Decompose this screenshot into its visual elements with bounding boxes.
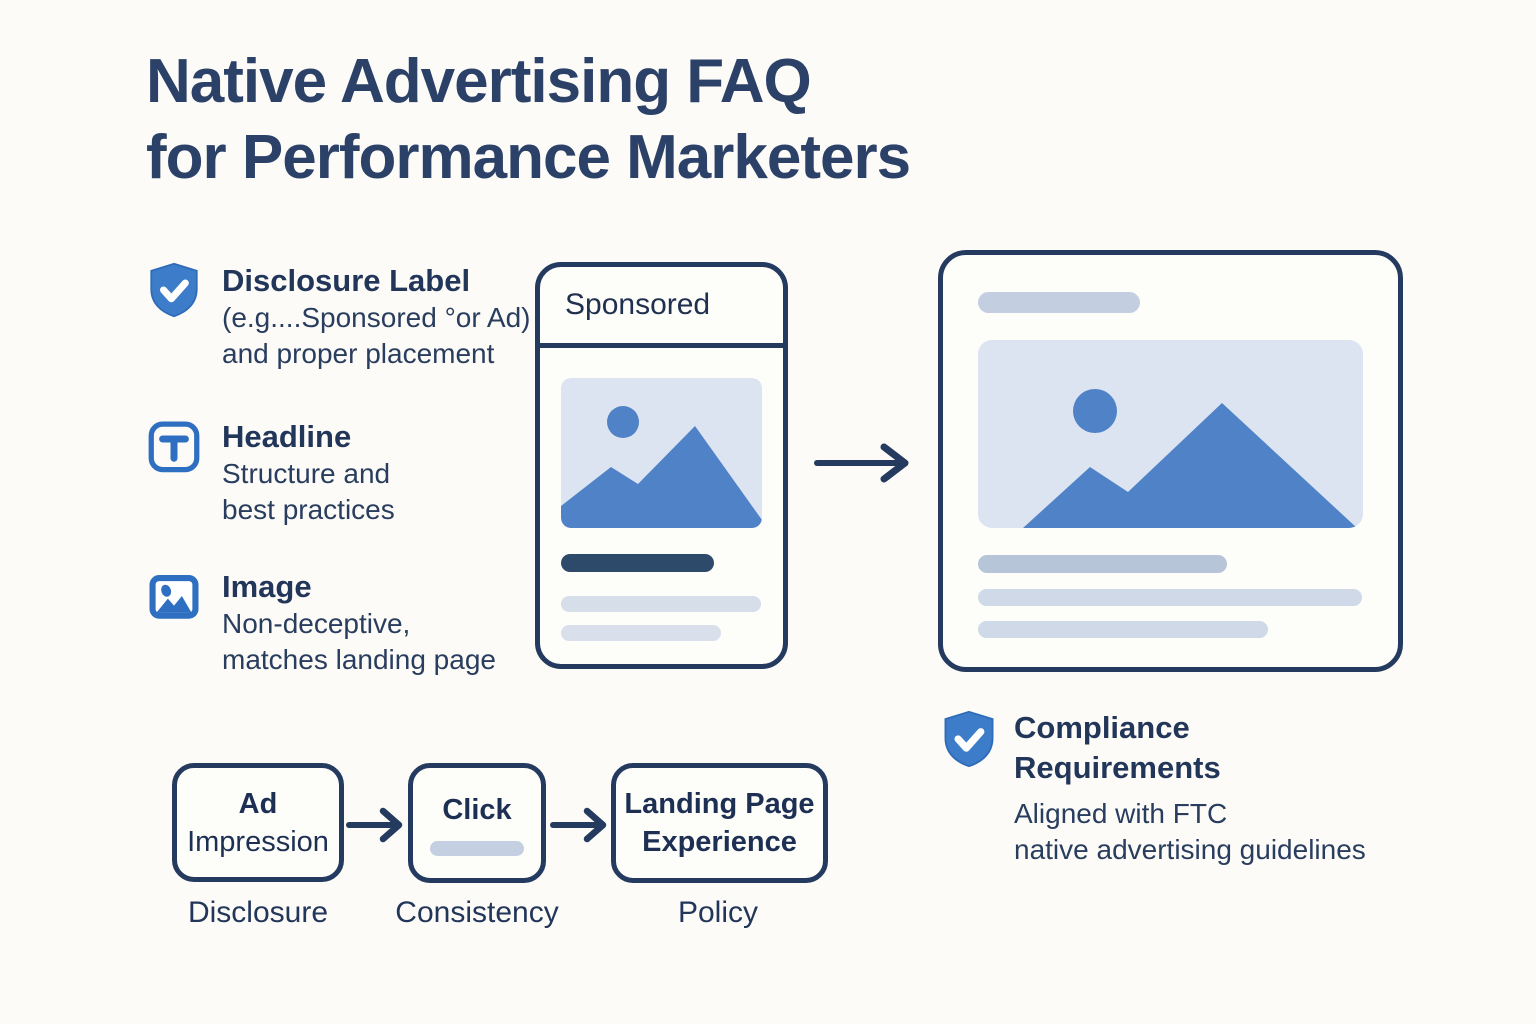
- flow-box-line: Ad: [238, 787, 278, 820]
- landing-headline-bar: [978, 555, 1227, 573]
- sponsored-label: Sponsored: [540, 267, 783, 348]
- flow-box-line: Experience: [642, 826, 797, 858]
- feature-disclosure-label: Disclosure Label (e.g....Sponsored °or A…: [146, 260, 530, 372]
- flow-box-ad-impression: Ad Impression: [172, 763, 344, 882]
- ad-text-bar: [561, 625, 721, 641]
- page-title: Native Advertising FAQ for Performance M…: [146, 44, 911, 196]
- click-target-bar: [430, 840, 524, 856]
- compliance-title-line: Compliance: [1014, 710, 1190, 745]
- ad-headline-bar: [561, 554, 714, 572]
- feature-title: Disclosure Label: [222, 263, 471, 298]
- arrow-right-icon: [550, 807, 607, 843]
- ad-text-bar: [561, 596, 761, 612]
- sponsored-card-body: [540, 348, 783, 641]
- landing-image-placeholder: [978, 340, 1363, 528]
- feature-title: Headline: [222, 419, 352, 454]
- landing-title-bar: [978, 292, 1140, 313]
- landing-page-card: [938, 250, 1403, 672]
- page-title-line2: for Performance Marketers: [146, 123, 911, 192]
- flow-box-click: Click: [408, 763, 546, 883]
- landing-text-bar: [978, 621, 1268, 638]
- page-title-line1: Native Advertising FAQ: [146, 47, 812, 116]
- compliance-section: Compliance Requirements Aligned with FTC…: [940, 708, 1366, 868]
- feature-desc-line: Structure and: [222, 458, 391, 489]
- flow-box-line: Impression: [187, 825, 329, 858]
- feature-headline: Headline Structure and best practices: [146, 416, 395, 528]
- flow-caption-consistency: Consistency: [395, 896, 559, 929]
- feature-image: Image Non-deceptive, matches landing pag…: [146, 566, 496, 678]
- flow-caption-policy: Policy: [677, 896, 759, 929]
- arrow-right-icon: [346, 807, 403, 843]
- flow-box-line: Click: [442, 793, 512, 826]
- arrow-right-icon: [814, 443, 909, 483]
- shield-check-icon: [150, 262, 198, 318]
- flow-box-line: Landing Page: [624, 788, 815, 820]
- feature-desc-line: matches landing page: [222, 644, 496, 675]
- shield-check-icon: [944, 710, 994, 768]
- flow-box-landing-page-experience: Landing Page Experience: [611, 763, 828, 883]
- landing-text-bar: [978, 589, 1362, 606]
- ad-image-placeholder: [561, 378, 762, 528]
- feature-desc-line: (e.g....Sponsored °or Ad): [222, 302, 531, 333]
- feature-desc-line: and proper placement: [222, 338, 495, 369]
- compliance-desc-line: Aligned with FTC: [1014, 798, 1228, 829]
- feature-desc-line: Non-deceptive,: [222, 608, 411, 639]
- compliance-title-line: Requirements: [1014, 750, 1221, 785]
- image-icon: [149, 575, 199, 619]
- compliance-desc-line: native advertising guidelines: [1014, 834, 1366, 865]
- feature-desc-line: best practices: [222, 494, 395, 525]
- feature-title: Image: [222, 569, 312, 604]
- text-type-icon: [148, 421, 200, 473]
- flow-caption-disclosure: Disclosure: [187, 896, 329, 929]
- sponsored-ad-card: Sponsored: [535, 262, 788, 669]
